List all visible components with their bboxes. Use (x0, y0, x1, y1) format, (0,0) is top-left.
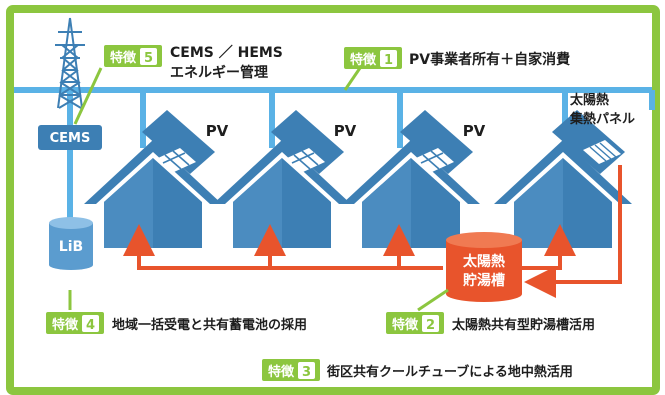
solar-thermal-collector-icon (583, 140, 621, 164)
feature-text: 街区共有クールチューブによる地中熱活用 (326, 364, 573, 380)
feature-number: 3 (302, 365, 311, 380)
leader-lines (68, 67, 449, 312)
cems-box (38, 125, 102, 150)
feature-number: 5 (144, 51, 153, 66)
hot-water-pipes (123, 165, 622, 298)
feature-3: 特徴 3 街区共有クールチューブによる地中熱活用 (262, 359, 573, 381)
feature-text: 太陽熱共有型貯湯槽活用 (451, 317, 595, 333)
solar-thermal-label: 太陽熱 (569, 92, 609, 108)
feature-number: 4 (86, 318, 95, 333)
hot-water-tank-icon (446, 232, 522, 302)
feature-text: エネルギー管理 (170, 64, 268, 81)
pv-label: PV (334, 122, 357, 140)
pv-label: PV (463, 122, 486, 140)
feature-tag: 特徴 (52, 317, 79, 333)
solar-thermal-label: 集熱パネル (569, 111, 635, 127)
feature-2: 特徴 2 太陽熱共有型貯湯槽活用 (386, 312, 595, 334)
lib-label: LiB (59, 239, 83, 255)
feature-5: 特徴 5 CEMS ／ HEMS エネルギー管理 (104, 45, 283, 81)
feature-tag: 特徴 (350, 52, 377, 68)
feature-text: CEMS ／ HEMS (170, 45, 283, 61)
feature-text: PV事業者所有＋自家消費 (409, 51, 570, 68)
feature-number: 2 (426, 318, 435, 333)
feature-tag: 特徴 (110, 50, 137, 66)
pv-label: PV (206, 122, 229, 140)
storage-tank-label: 貯湯槽 (463, 272, 505, 289)
feature-4: 特徴 4 地域一括受電と共有蓄電池の採用 (46, 312, 307, 334)
feature-tag: 特徴 (392, 317, 419, 333)
feature-1: 特徴 1 PV事業者所有＋自家消費 (344, 47, 570, 69)
feature-number: 1 (384, 53, 393, 68)
battery-tank-icon (49, 217, 93, 270)
cems-label: CEMS (50, 131, 91, 146)
feature-tag: 特徴 (268, 364, 295, 380)
storage-tank-label: 太陽熱 (463, 253, 505, 270)
power-grid-lines (14, 87, 655, 222)
transmission-tower-icon (55, 17, 85, 109)
feature-text: 地域一括受電と共有蓄電池の採用 (112, 317, 307, 333)
